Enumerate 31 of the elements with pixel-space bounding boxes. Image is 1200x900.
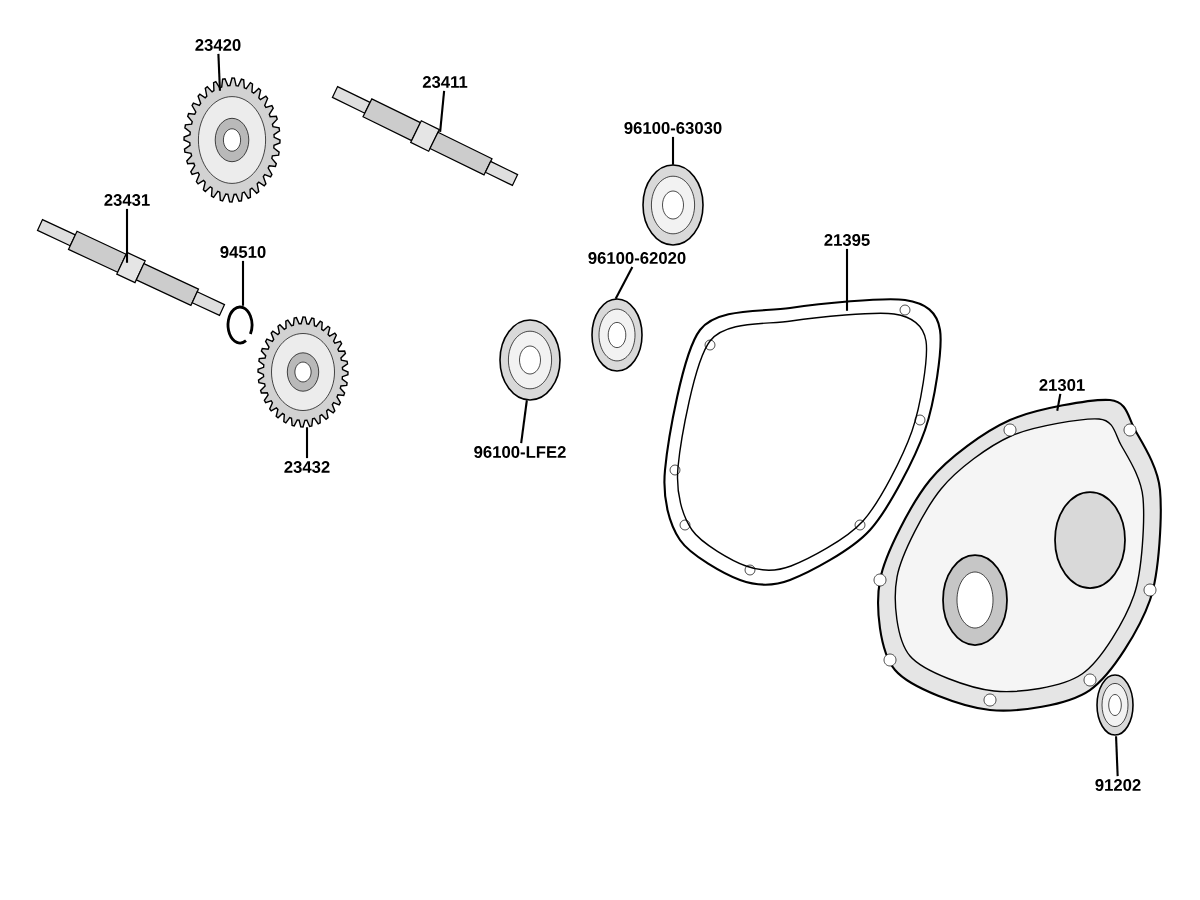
- leader-line: [439, 90, 446, 132]
- callout-number: 91202: [1095, 779, 1141, 791]
- callout-number: 21301: [1039, 379, 1085, 391]
- callout-number: 23411: [422, 76, 468, 88]
- oil-seal-drawing: [1096, 674, 1134, 736]
- gasket-drawing: [663, 298, 942, 586]
- callout-number: 23420: [195, 39, 241, 51]
- leader-line: [845, 248, 849, 311]
- leader-line: [1115, 736, 1119, 777]
- bearing-drawing: [499, 319, 561, 401]
- callout-number: 23432: [284, 461, 330, 473]
- callout-number: 21395: [824, 234, 870, 246]
- cover-drawing: [873, 398, 1162, 712]
- leader-line: [671, 136, 675, 165]
- callout-number: 23431: [104, 194, 150, 206]
- leader-line: [241, 260, 245, 306]
- gear-drawing: [257, 316, 349, 428]
- leader-line: [217, 53, 221, 91]
- leader-line: [614, 266, 634, 300]
- leader-line: [520, 400, 528, 444]
- leader-line: [305, 427, 309, 459]
- leader-line: [125, 208, 129, 263]
- bearing-drawing: [642, 164, 704, 246]
- callout-number: 96100-LFE2: [474, 446, 566, 458]
- callout-number: 96100-63030: [624, 122, 722, 134]
- circlip-drawing: [226, 305, 254, 345]
- callout-number: 94510: [220, 246, 266, 258]
- bearing-drawing: [591, 298, 643, 372]
- leader-line: [1056, 393, 1062, 411]
- callout-number: 96100-62020: [588, 252, 686, 264]
- gear-drawing: [183, 77, 281, 203]
